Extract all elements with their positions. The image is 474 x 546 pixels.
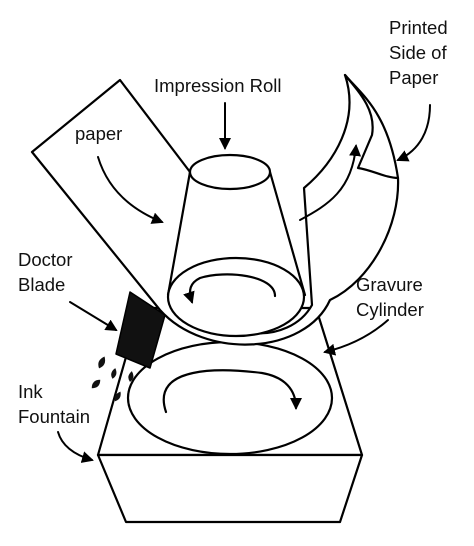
ink-fountain-front [96, 453, 364, 524]
label-ink-fountain-line2: Fountain [18, 406, 90, 427]
gravure-cylinder-pointer [323, 319, 389, 356]
gravure-cylinder [126, 340, 334, 456]
label-printed-side-line1: Printed [389, 17, 448, 38]
label-paper: paper [75, 123, 122, 144]
impression-roll-top [188, 153, 272, 191]
paper-curl [343, 73, 400, 180]
label-impression-roll: Impression Roll [154, 75, 282, 96]
label-gravure-cylinder-line1: Gravure [356, 274, 423, 295]
label-gravure-cylinder-line2: Cylinder [356, 299, 424, 320]
ink-fountain-pointer [57, 431, 94, 463]
doctor-blade-pointer [69, 301, 118, 332]
gravure-rotation-arrow [162, 369, 302, 414]
printed-side-pointer [396, 104, 431, 162]
label-doctor-blade-line2: Blade [18, 274, 65, 295]
paper-feed-arrow [97, 156, 164, 224]
doctor-blade [115, 291, 166, 369]
impression-roll-end-face [166, 256, 306, 338]
paper-exit-arrow [299, 144, 362, 221]
label-printed-side-line3: Paper [389, 67, 438, 88]
impression-rotation-arrow [183, 273, 277, 304]
label-printed-side-line2: Side of [389, 42, 447, 63]
ink-drops [91, 356, 134, 402]
label-ink-fountain-line1: Ink [18, 381, 43, 402]
label-doctor-blade-line1: Doctor [18, 249, 73, 270]
paper-web [30, 73, 400, 346]
